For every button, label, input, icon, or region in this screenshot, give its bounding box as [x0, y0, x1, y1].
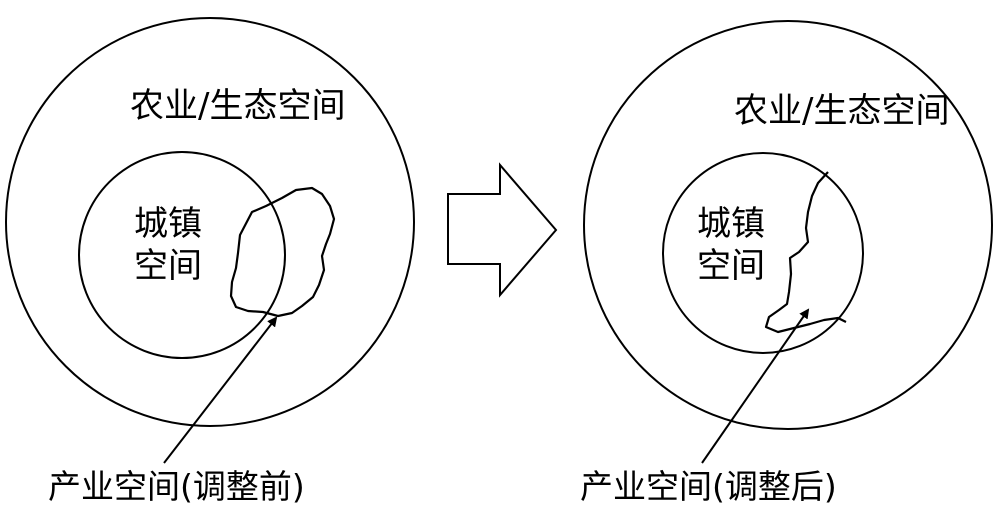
after-pointer-arrow [701, 308, 810, 464]
after-caption: 产业空间(调整后) [580, 467, 837, 505]
before-caption: 产业空间(调整前) [48, 467, 305, 505]
after-diagram: 农业/生态空间 城镇 空间 产业空间(调整后) [580, 20, 993, 505]
before-industry-space-outline [229, 186, 336, 318]
after-urban-circle [662, 152, 864, 354]
after-urban-label-line2: 空间 [697, 246, 765, 286]
after-urban-label-line1: 城镇 [697, 204, 765, 244]
before-agri-eco-circle [5, 17, 415, 427]
before-diagram: 农业/生态空间 城镇 空间 产业空间(调整前) [5, 17, 415, 505]
before-urban-circle [78, 151, 286, 359]
transition-arrow [447, 162, 558, 298]
before-agri-eco-label: 农业/生态空间 [130, 86, 345, 126]
before-pointer-arrow [163, 316, 278, 464]
before-urban-label-line1: 城镇 [134, 204, 202, 244]
before-urban-label-line2: 空间 [134, 246, 202, 286]
after-agri-eco-label: 农业/生态空间 [734, 91, 949, 131]
after-industry-boundary [764, 171, 847, 334]
after-agri-eco-circle [583, 20, 993, 430]
